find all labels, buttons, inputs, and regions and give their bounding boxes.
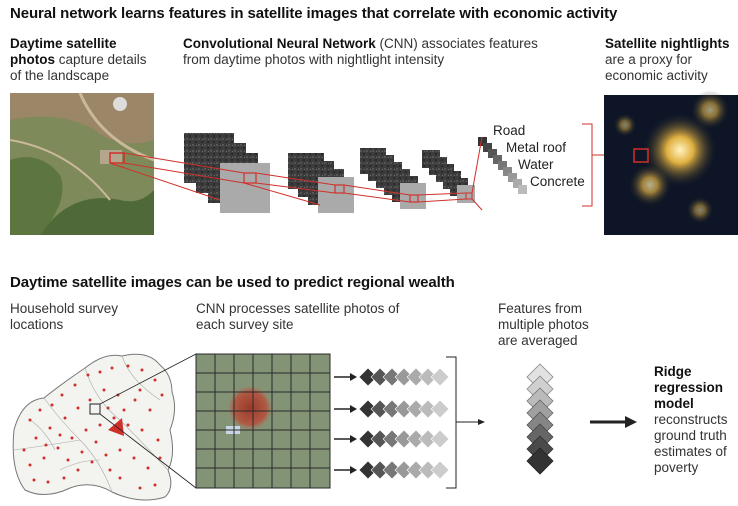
nightlight-caption: Satellite nightlights are a proxy for ec… — [605, 36, 735, 84]
ridge-caption: Ridge regression model reconstructs grou… — [654, 364, 738, 476]
ridge-rest1: reconstructs — [654, 412, 728, 427]
features-line3: are averaged — [498, 333, 578, 348]
merge-arrowhead — [478, 419, 485, 425]
cnn-layer-group-2 — [288, 153, 354, 213]
feature-row-4 — [334, 460, 450, 480]
daytime-bold1: Daytime satellite — [10, 36, 117, 51]
daytime-caption: Daytime satellite photos capture details… — [10, 36, 170, 84]
nightlight-rest1: are a proxy for — [605, 52, 693, 67]
daytime-rest2: of the landscape — [10, 68, 110, 83]
ridge-bold1: Ridge — [654, 364, 692, 379]
top-title: Neural network learns features in satell… — [10, 5, 618, 22]
cnn-proc-line2: each survey site — [196, 317, 294, 332]
merge-bracket — [446, 356, 478, 489]
ridge-bold2: regression — [654, 380, 724, 395]
survey-caption: Household survey locations — [10, 301, 118, 333]
cnn-bold: Convolutional Neural Network — [183, 36, 376, 51]
feature-label-road: Road — [493, 123, 526, 138]
cnn-proc-line1: CNN processes satellite photos of — [196, 301, 400, 316]
daytime-rest1: capture details — [55, 52, 147, 67]
daytime-satellite-photo — [9, 92, 155, 235]
ridge-rest2: ground truth — [654, 428, 727, 443]
cnn-rest1: (CNN) associates features — [375, 36, 538, 51]
ridge-bold3: model — [654, 396, 694, 411]
feature-rows — [334, 367, 450, 480]
feature-row-2 — [334, 399, 450, 419]
bottom-title: Daytime satellite images can be used to … — [10, 274, 455, 291]
cnn-layer-group-3 — [360, 148, 426, 209]
ridge-rest4: poverty — [654, 460, 699, 475]
cnn-process-caption: CNN processes satellite photos of each s… — [196, 301, 399, 333]
feature-row-3 — [334, 429, 450, 449]
daytime-bold2: photos — [10, 52, 55, 67]
feature-label-concrete: Concrete — [530, 174, 585, 189]
feature-row-1 — [334, 367, 450, 387]
features-line2: multiple photos — [498, 317, 589, 332]
averaged-feature-vector — [526, 363, 554, 475]
survey-line2: locations — [10, 317, 64, 332]
satellite-nightlights-photo — [604, 90, 738, 235]
ridge-rest3: estimates of — [654, 444, 727, 459]
gridded-satellite-photo — [195, 353, 331, 489]
survey-line1: Household survey — [10, 301, 119, 316]
features-caption: Features from multiple photos are averag… — [498, 301, 589, 349]
cnn-rest2: from daytime photos with nightlight inte… — [183, 52, 445, 67]
features-line1: Features from — [498, 301, 583, 316]
survey-location-map — [12, 353, 197, 501]
feature-label-metal-roof: Metal roof — [506, 140, 567, 155]
feature-label-water: Water — [518, 157, 554, 172]
cnn-caption: Convolutional Neural Network (CNN) assoc… — [183, 36, 563, 68]
nightlight-bold: Satellite nightlights — [605, 36, 730, 51]
ridge-arrowhead — [625, 416, 637, 428]
feature-vector-column — [478, 137, 527, 194]
cnn-layer-group-4 — [422, 150, 475, 203]
nightlight-rest2: economic activity — [605, 68, 708, 83]
